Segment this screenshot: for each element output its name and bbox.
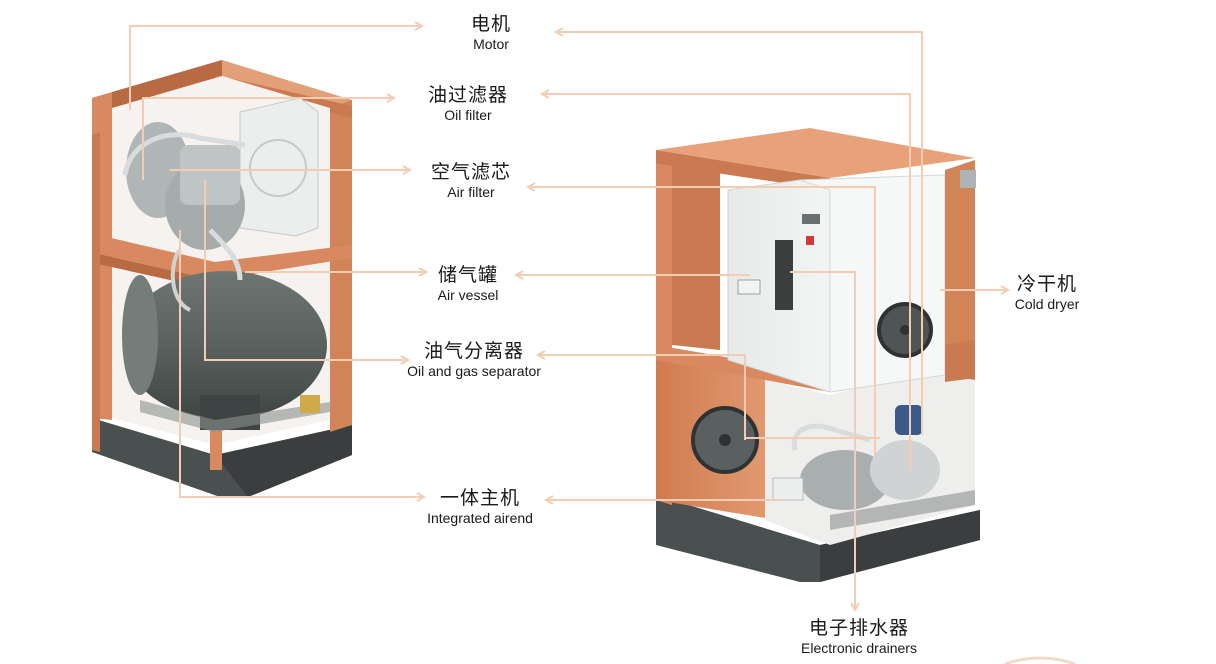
label-drainer-cn: 电子排水器 [808,617,909,639]
label-separator-en: Oil and gas separator [407,363,541,379]
label-cold-dryer: 冷干机 Cold dryer [1015,273,1080,313]
label-air-filter: 空气滤芯 Air filter [431,161,511,201]
label-air-filter-en: Air filter [447,184,495,200]
label-airend-cn: 一体主机 [439,487,521,509]
leader-motor-right [556,32,923,435]
left-air-tank [123,271,327,419]
label-motor: 电机 Motor [471,13,511,53]
label-separator: 油气分离器 Oil and gas separator [407,340,541,380]
left-frame-back [330,100,352,432]
label-separator-cn: 油气分离器 [423,340,525,362]
leader-oil-filter-left [142,98,394,180]
label-air-filter-cn: 空气滤芯 [430,161,512,183]
label-air-vessel: 储气罐 Air vessel [438,264,499,304]
label-motor-en: Motor [473,36,509,52]
left-compressor-unit [92,60,352,497]
label-motor-cn: 电机 [470,13,512,35]
label-drainer: 电子排水器 Electronic drainers [801,617,917,657]
label-oil-filter: 油过滤器 Oil filter [428,84,508,124]
label-oil-filter-cn: 油过滤器 [427,84,509,106]
leader-oil-filter-right [542,94,911,470]
label-airend: 一体主机 Integrated airend [427,487,533,527]
leader-separator-right [538,355,746,440]
leader-air-filter-right [528,187,876,455]
label-air-vessel-cn: 储气罐 [437,264,498,286]
decor-arc [1004,656,1076,664]
label-cold-dryer-en: Cold dryer [1014,296,1080,312]
leader-separator-left [204,180,408,360]
label-oil-filter-en: Oil filter [444,107,492,123]
right-airend [800,450,890,510]
label-drainer-en: Electronic drainers [801,640,917,656]
leader-airend-left [179,230,424,497]
leader-motor-left [129,26,422,110]
right-compressor-unit [656,128,980,582]
label-air-vessel-en: Air vessel [437,287,499,303]
label-airend-en: Integrated airend [427,510,533,526]
leader-drainer [790,271,855,610]
leader-lines [129,26,1008,610]
right-top-lid [656,128,975,178]
label-cold-dryer-cn: 冷干机 [1016,273,1077,295]
